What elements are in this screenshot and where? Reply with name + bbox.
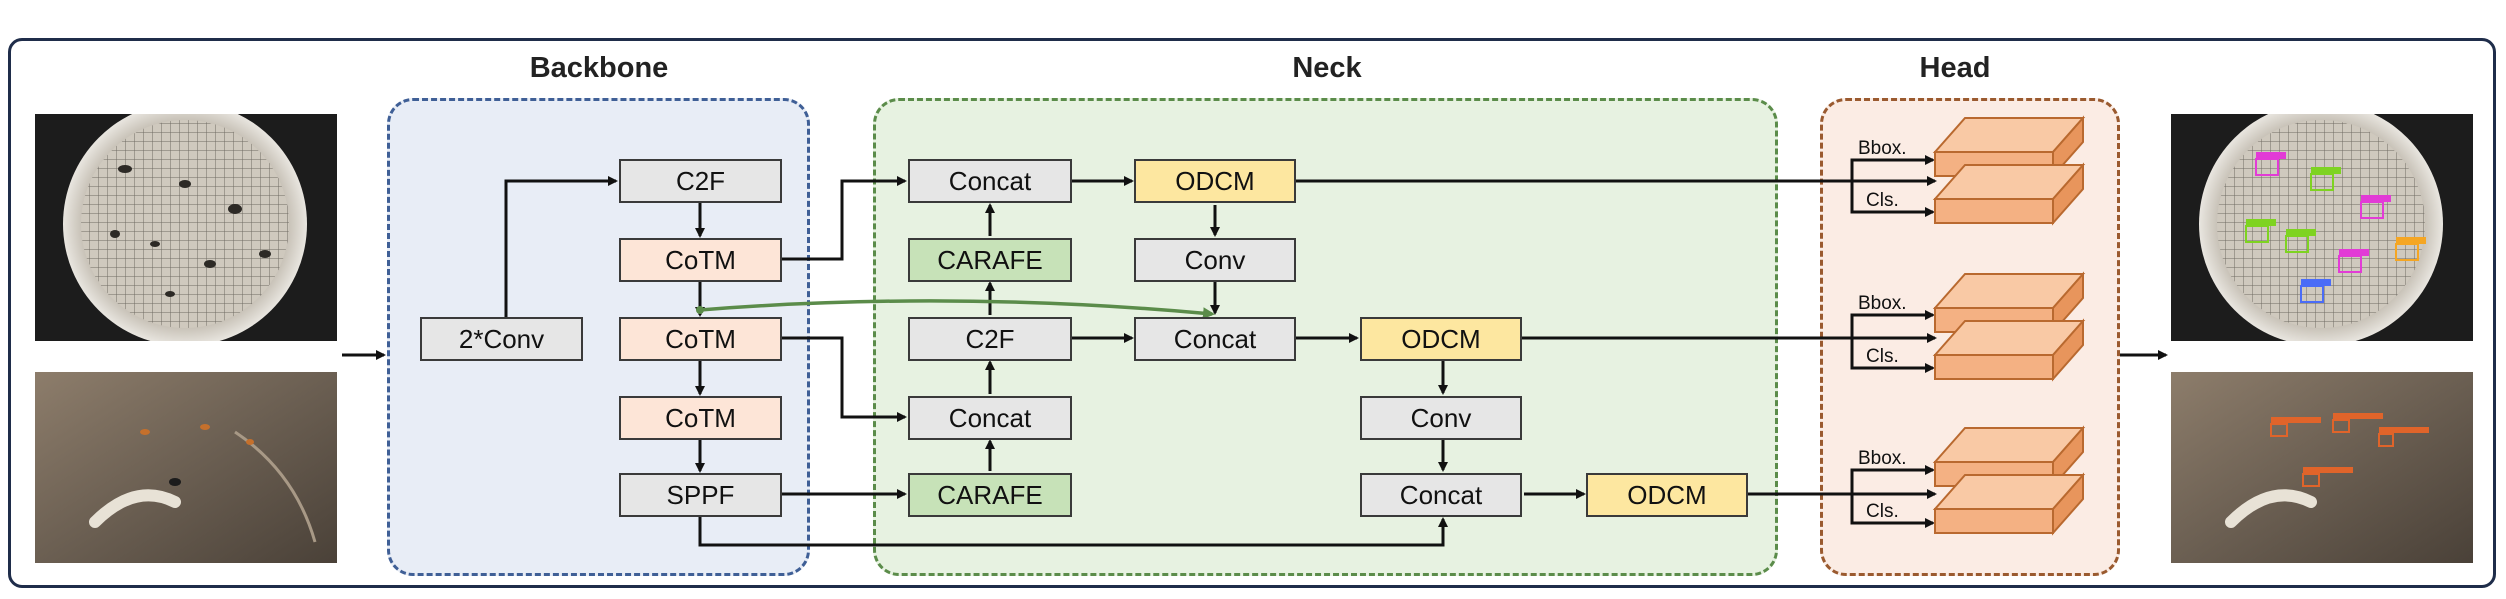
backbone-c2f-block: C2F [619, 159, 782, 203]
input-image-bottom [35, 372, 337, 563]
cls-label-3: Cls. [1866, 501, 1899, 522]
diagram-frame [8, 38, 2496, 588]
bbox-label-2: Bbox. [1858, 293, 1907, 314]
head-title: Head [1919, 52, 1991, 84]
head-cubes [1932, 115, 2086, 536]
neck-c2f-block: C2F [908, 317, 1072, 361]
bbox-label-1: Bbox. [1858, 138, 1907, 159]
sppf-block: SPPF [619, 473, 782, 517]
carafe-bottom-block: CARAFE [908, 473, 1072, 517]
bbox-label-3: Bbox. [1858, 448, 1907, 469]
neck-title: Neck [1292, 52, 1362, 84]
neck-concat-mid-block: Concat [908, 396, 1072, 440]
carafe-top-block: CARAFE [908, 238, 1072, 282]
neck-concat-block-2: Concat [1134, 317, 1296, 361]
neck-conv-block-2: Conv [1360, 396, 1522, 440]
odcm-block-3: ODCM [1586, 473, 1748, 517]
neck-conv-block-1: Conv [1134, 238, 1296, 282]
cotm-block-2: CoTM [619, 317, 782, 361]
neck-concat-top-block: Concat [908, 159, 1072, 203]
odcm-block-1: ODCM [1134, 159, 1296, 203]
cls-label-1: Cls. [1866, 190, 1899, 211]
cls-label-2: Cls. [1866, 346, 1899, 367]
output-image-bottom [2171, 372, 2473, 563]
backbone-title: Backbone [529, 52, 669, 84]
input-image-top [35, 114, 337, 341]
output-image-top [2171, 114, 2473, 341]
cotm-block-3: CoTM [619, 396, 782, 440]
stem-conv-block: 2*Conv [420, 317, 583, 361]
cotm-block-1: CoTM [619, 238, 782, 282]
odcm-block-2: ODCM [1360, 317, 1522, 361]
neck-concat-block-3: Concat [1360, 473, 1522, 517]
